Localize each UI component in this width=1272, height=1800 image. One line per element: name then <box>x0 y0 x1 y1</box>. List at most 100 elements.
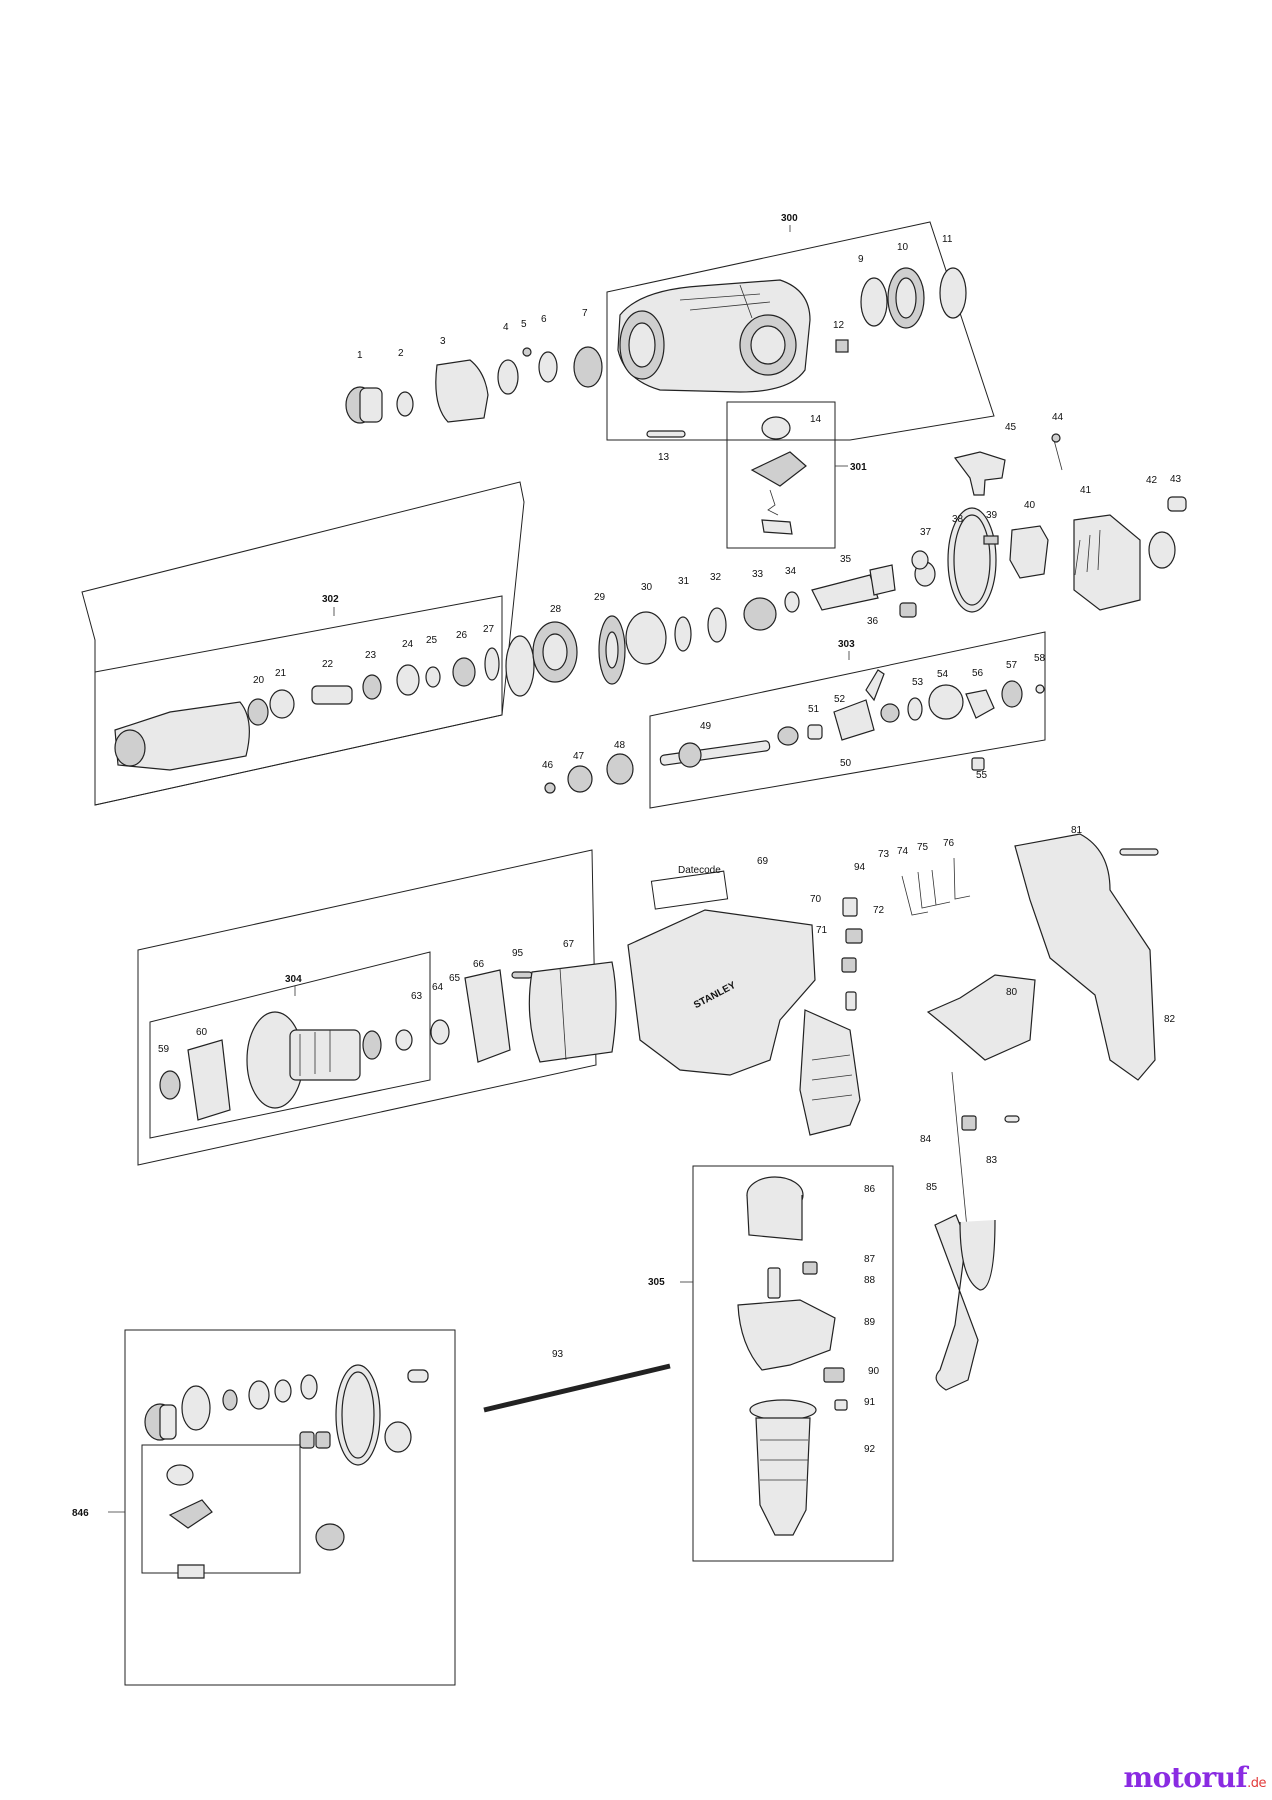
shaft-parts <box>505 564 917 697</box>
part-label-91: 91 <box>864 1397 876 1408</box>
part-label-41: 41 <box>1080 485 1092 496</box>
main-body: Datecode STANLEY <box>627 833 1159 1391</box>
part-label-39: 39 <box>986 510 998 521</box>
part-label-7: 7 <box>582 308 588 319</box>
part-label-48: 48 <box>614 740 626 751</box>
part-label-32: 32 <box>710 572 722 583</box>
part-label-64: 64 <box>432 982 444 993</box>
part-label-93: 93 <box>552 1349 564 1360</box>
part-label-35: 35 <box>840 554 852 565</box>
part-label-46: 46 <box>542 760 554 771</box>
assembly-300: 300 <box>606 213 995 441</box>
part-label-43: 43 <box>1170 474 1182 485</box>
part-label-74: 74 <box>897 846 909 857</box>
part-label-29: 29 <box>594 592 606 603</box>
part-label-11: 11 <box>942 234 953 245</box>
part-label-52: 52 <box>834 694 846 705</box>
part-label-14: 14 <box>810 414 822 425</box>
part-label-50: 50 <box>840 758 852 769</box>
part-label-82: 82 <box>1164 1014 1176 1025</box>
part-label-4: 4 <box>503 322 509 333</box>
part-label-83: 83 <box>986 1155 998 1166</box>
part-label-45: 45 <box>1005 422 1017 433</box>
part-label-55: 55 <box>976 770 988 781</box>
part-label-90: 90 <box>868 1366 880 1377</box>
part-label-13: 13 <box>658 452 670 463</box>
assembly-label-305: 305 <box>648 1277 665 1288</box>
part-label-66: 66 <box>473 959 485 970</box>
assembly-301: 301 <box>726 401 867 549</box>
datecode-label: Datecode <box>678 865 721 876</box>
part-label-58: 58 <box>1034 653 1046 664</box>
part-label-69: 69 <box>757 856 769 867</box>
part-label-72: 72 <box>873 905 885 916</box>
part-label-42: 42 <box>1146 475 1158 486</box>
part-label-49: 49 <box>700 721 712 732</box>
assembly-302: 302 <box>81 481 525 806</box>
part-labels: 1 2 3 4 5 6 7 9 10 11 12 13 14 20 21 22 … <box>158 234 1182 1455</box>
part-label-70: 70 <box>810 894 822 905</box>
part-label-51: 51 <box>808 704 820 715</box>
part-label-10: 10 <box>897 242 909 253</box>
part-label-53: 53 <box>912 677 924 688</box>
part-label-59: 59 <box>158 1044 170 1055</box>
assembly-846: 846 <box>72 1329 456 1686</box>
part-label-1: 1 <box>357 350 363 361</box>
part-label-67: 67 <box>563 939 575 950</box>
part-label-21: 21 <box>275 668 287 679</box>
part-label-85: 85 <box>926 1182 938 1193</box>
assembly-305: 305 <box>648 1165 894 1562</box>
part-label-30: 30 <box>641 582 653 593</box>
assembly-label-301: 301 <box>850 462 867 473</box>
part-label-95: 95 <box>512 948 524 959</box>
assembly-label-302: 302 <box>322 594 339 605</box>
watermark-name: motoruf <box>1123 1761 1248 1794</box>
part-label-5: 5 <box>521 319 527 330</box>
watermark-domain: .de <box>1247 1776 1266 1791</box>
part-label-65: 65 <box>449 973 461 984</box>
part-label-9: 9 <box>858 254 864 265</box>
part-label-75: 75 <box>917 842 929 853</box>
part-label-2: 2 <box>398 348 404 359</box>
part-label-94: 94 <box>854 862 866 873</box>
part-label-24: 24 <box>402 639 414 650</box>
part-label-71: 71 <box>816 925 828 936</box>
part-label-36: 36 <box>867 616 879 627</box>
part-label-89: 89 <box>864 1317 876 1328</box>
part-label-88: 88 <box>864 1275 876 1286</box>
assembly-label-300: 300 <box>781 213 798 224</box>
part-label-80: 80 <box>1006 987 1018 998</box>
part-label-92: 92 <box>864 1444 876 1455</box>
part-label-57: 57 <box>1006 660 1018 671</box>
part-label-22: 22 <box>322 659 334 670</box>
assembly-304: 304 <box>137 849 617 1166</box>
part-label-6: 6 <box>541 314 547 325</box>
part-label-47: 47 <box>573 751 585 762</box>
part-label-27: 27 <box>483 624 495 635</box>
part-label-38: 38 <box>952 514 964 525</box>
watermark-logo: motoruf.de <box>1123 1761 1267 1794</box>
part-label-3: 3 <box>440 336 446 347</box>
part-label-44: 44 <box>1052 412 1064 423</box>
part-label-40: 40 <box>1024 500 1036 511</box>
part-label-63: 63 <box>411 991 423 1002</box>
part-label-73: 73 <box>878 849 890 860</box>
mid-right-parts <box>911 433 1187 613</box>
part-label-34: 34 <box>785 566 797 577</box>
assembly-label-846: 846 <box>72 1508 89 1519</box>
part-label-60: 60 <box>196 1027 208 1038</box>
part-label-81: 81 <box>1071 825 1083 836</box>
part-label-87: 87 <box>864 1254 876 1265</box>
assembly-303: 303 <box>649 631 1046 809</box>
part-label-37: 37 <box>920 527 932 538</box>
part-label-31: 31 <box>678 576 690 587</box>
front-parts <box>345 346 603 424</box>
assembly-label-303: 303 <box>838 639 855 650</box>
part-label-26: 26 <box>456 630 468 641</box>
part-label-76: 76 <box>943 838 955 849</box>
part-label-28: 28 <box>550 604 562 615</box>
part-label-23: 23 <box>365 650 377 661</box>
part-label-33: 33 <box>752 569 764 580</box>
part-label-86: 86 <box>864 1184 876 1195</box>
